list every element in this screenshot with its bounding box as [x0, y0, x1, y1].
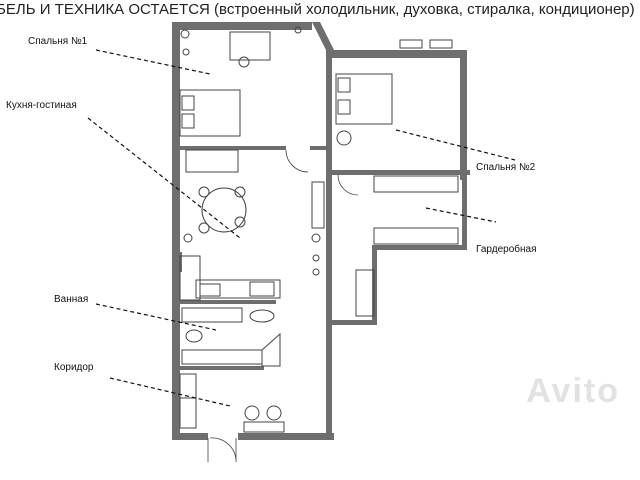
room-label-kitchen: Кухня-гостиная — [6, 100, 77, 111]
room-label-bedroom1: Спальня №1 — [28, 36, 88, 47]
room-label-wardrobe: Гардеробная — [476, 244, 537, 255]
doors — [207, 149, 359, 462]
room-label-bathroom: Ванная — [54, 294, 89, 305]
page-header: БЕЛЬ И ТЕХНИКА ОСТАЕТСЯ (встроенный холо… — [0, 1, 635, 18]
watermark-logo: Avito — [526, 372, 620, 410]
pointer-lines — [87, 49, 516, 407]
room-label-bedroom2: Спальня №2 — [476, 162, 536, 173]
room-label-corridor: Коридор — [54, 362, 94, 373]
furniture — [179, 26, 459, 433]
